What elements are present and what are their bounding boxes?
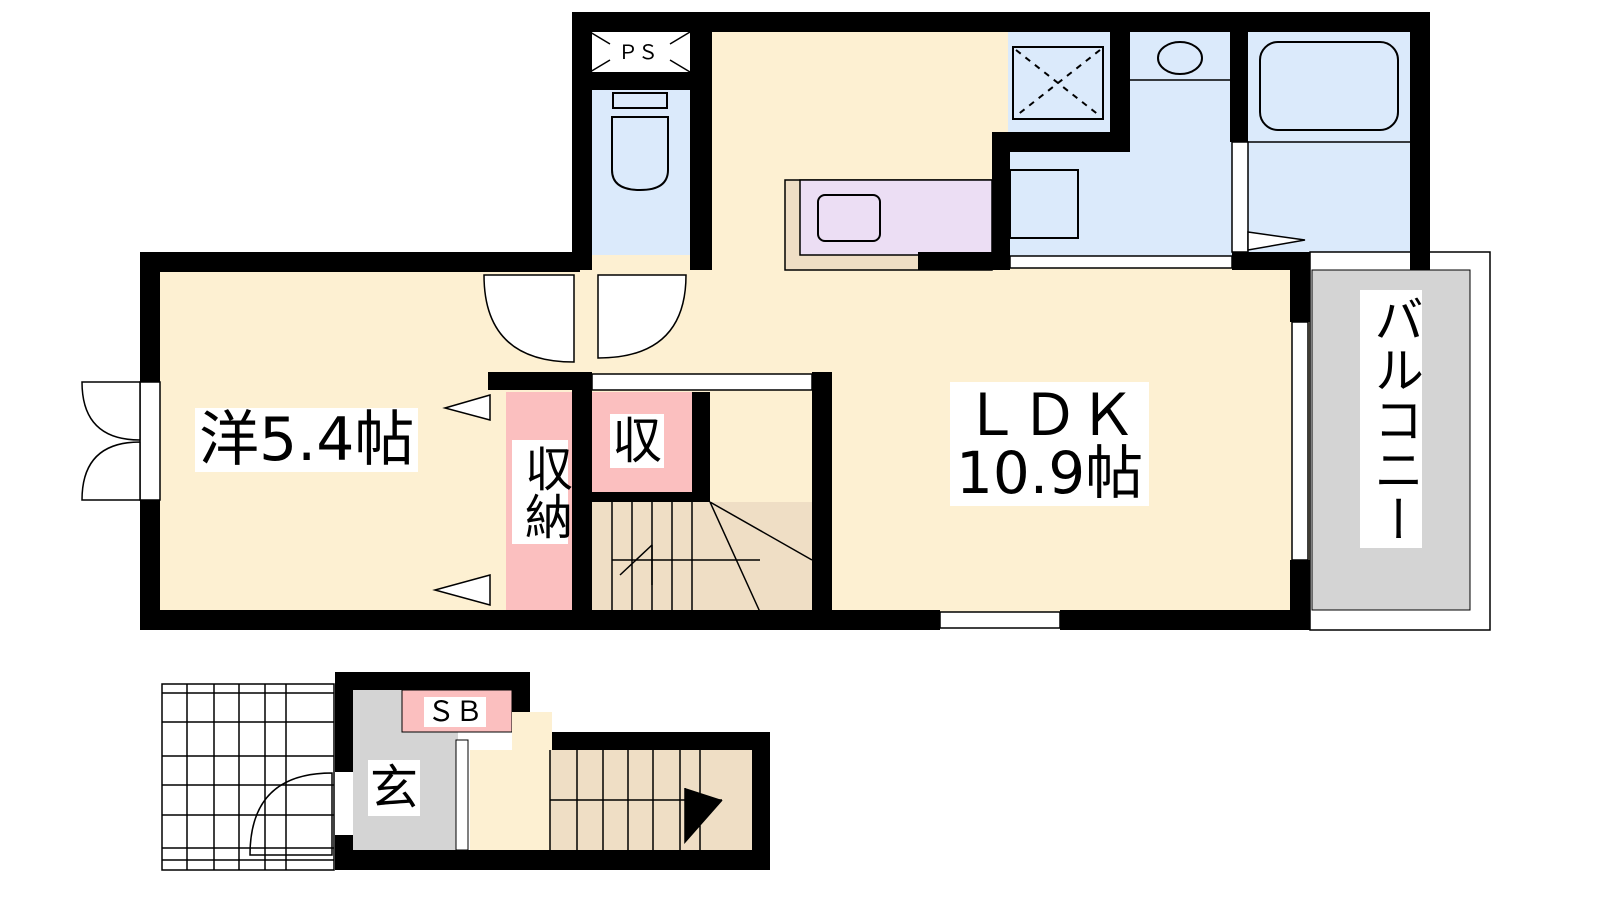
stairs [592,502,812,612]
bathroom-floor [1248,30,1410,260]
storage-label: 収 [610,412,664,470]
entrance-porch-grid [161,683,335,871]
balcony-label: バルコニー [1360,290,1424,548]
stove-icon [817,194,881,242]
closet-label: 収納 [512,440,572,544]
walls [140,12,1430,870]
kitchen-sink-area [799,179,993,256]
entrance-label: 玄 [368,760,421,816]
pipe-space [590,32,690,72]
bathtub-icon [1259,41,1399,131]
hall-floor [470,750,550,850]
ldk-label-line1: ＬＤＫ [962,381,1137,449]
doors [81,231,1306,856]
shoe-box-label: ＳＢ [424,697,487,727]
toilet-floor [590,90,690,255]
ldk-label: ＬＤＫ 10.9帖 [950,381,1150,507]
windows [139,141,1309,629]
refrigerator-space [1012,46,1104,120]
stair-lines [611,501,813,613]
ldk-label-line2: 10.9帖 [956,439,1144,507]
wash-basin-icon [1157,41,1203,75]
western-room-label: 洋5.4帖 [195,408,419,472]
pipe-space-label: ＰＳ [618,40,658,64]
toilet-icon [611,92,669,192]
